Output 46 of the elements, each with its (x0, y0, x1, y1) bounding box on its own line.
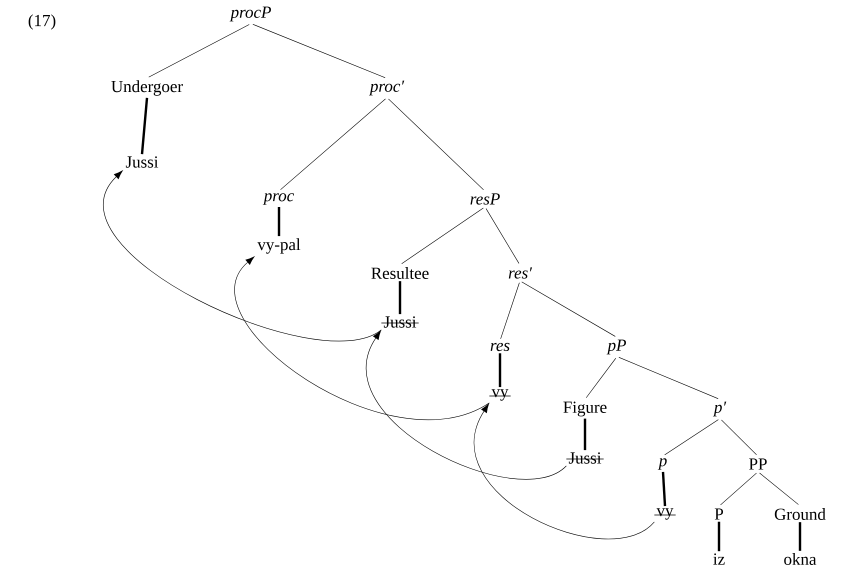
tree-branch (662, 472, 666, 506)
tree-label: p (658, 458, 667, 470)
tree-branch (280, 98, 386, 190)
tree-label: res (490, 342, 510, 352)
tree-label: vy-pal (257, 238, 300, 254)
tree-branch (720, 472, 757, 506)
example-number: (17) (28, 14, 56, 30)
tree-branch (664, 419, 719, 456)
tree-label: P (714, 508, 724, 520)
tree-label: res′ (508, 267, 532, 279)
tree-branch (798, 522, 802, 551)
tree-branch (486, 208, 520, 264)
tree-branch (398, 281, 402, 314)
tree-label: resP (470, 193, 500, 205)
tree-branch (718, 522, 720, 552)
tree-branch (618, 357, 718, 399)
tree-branch (252, 24, 386, 78)
tree-label: Figure (563, 402, 607, 416)
tree-branch (278, 206, 280, 236)
tree-label: Resultee (371, 267, 429, 279)
tree-branch (721, 420, 757, 456)
tree-branch (401, 208, 484, 264)
tree-label: Jussi (126, 156, 158, 168)
movement-arrow (366, 330, 567, 480)
tree-branch (584, 418, 586, 450)
tree-label: iz (713, 553, 725, 565)
tree-label: proc′ (368, 80, 404, 96)
tree-branch (148, 24, 250, 78)
tree-branch (521, 282, 616, 337)
tree-branch (586, 358, 616, 398)
tree-branch (498, 353, 502, 388)
movement-arrow (104, 170, 382, 342)
tree-branch (140, 98, 148, 154)
tree-label: PP (749, 458, 767, 470)
tree-label: proc (262, 193, 294, 205)
tree-label: procP (230, 6, 271, 22)
tree-label: Undergoer (111, 80, 183, 96)
tree-label: Ground (774, 508, 826, 520)
tree-branch (500, 282, 520, 340)
tree-label: pP (606, 340, 626, 354)
movement-arrow (474, 404, 655, 540)
tree-branch (388, 98, 484, 190)
tree-branch (759, 472, 799, 505)
tree-label: okna (784, 553, 816, 565)
movement-arrow (234, 256, 490, 420)
tree-label: p′ (712, 402, 726, 416)
